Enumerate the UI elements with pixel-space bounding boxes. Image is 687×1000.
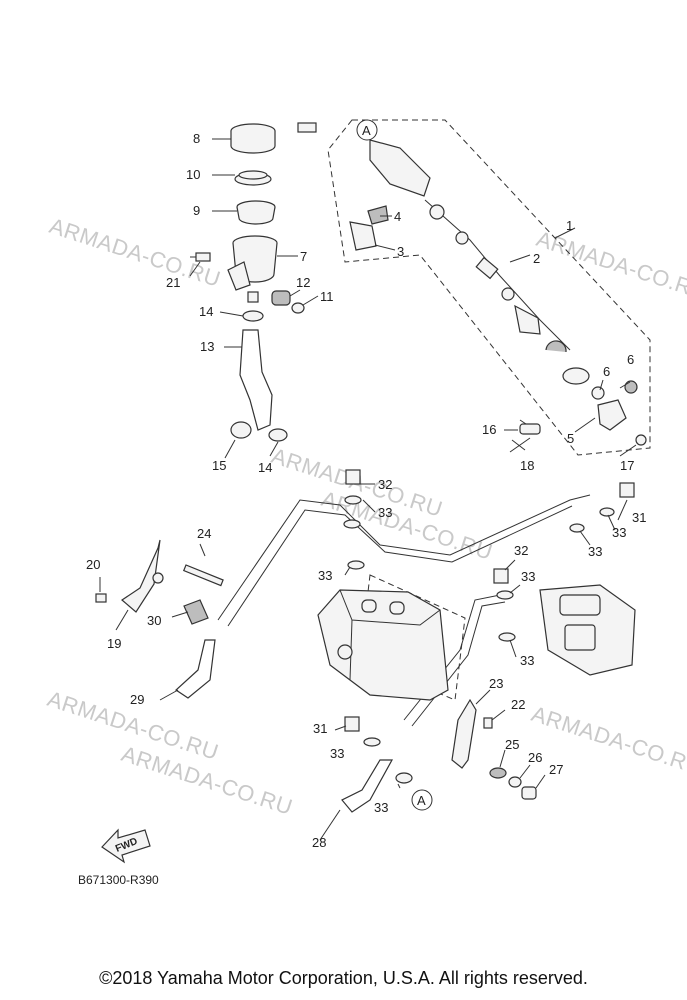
group-outline — [327, 119, 651, 456]
ref-mark-a: A — [417, 793, 426, 808]
callout-8: 8 — [193, 131, 200, 146]
washer-33 — [347, 560, 365, 570]
callout-17: 17 — [620, 458, 634, 473]
hose-13 — [239, 329, 273, 431]
callout-33: 33 — [588, 544, 602, 559]
callout-10: 10 — [186, 167, 200, 182]
washer-33 — [496, 590, 514, 600]
callout-33: 33 — [378, 505, 392, 520]
washer-26 — [508, 776, 522, 788]
callout-2: 2 — [533, 251, 540, 266]
washer-33 — [395, 772, 413, 784]
callout-21: 21 — [166, 275, 180, 290]
callout-4: 4 — [394, 209, 401, 224]
washer-33 — [498, 632, 516, 642]
callout-14: 14 — [258, 460, 272, 475]
clamp-14-top — [242, 310, 264, 322]
callout-25: 25 — [505, 737, 519, 752]
callout-28: 28 — [312, 835, 326, 850]
plate-9 — [236, 200, 276, 225]
callout-33: 33 — [612, 525, 626, 540]
watermark-layer: ARMADA-CO.RU ARMADA-CO.RU ARMADA-CO.RU A… — [44, 213, 687, 820]
callout-31: 31 — [632, 510, 646, 525]
clamp-15 — [230, 421, 252, 439]
reservoir-cap-8 — [230, 123, 276, 154]
diagram-code: B671300-R390 — [78, 873, 159, 887]
callout-22: 22 — [511, 697, 525, 712]
ref-circle — [411, 789, 433, 811]
bracket-23 — [451, 698, 477, 769]
callout-layer: 1 2 3 4 5 6 6 7 8 9 10 11 12 13 14 14 15… — [86, 131, 646, 850]
union-bolt-32 — [493, 568, 509, 584]
callout-13: 13 — [200, 339, 214, 354]
union-30 — [183, 599, 209, 625]
callout-6: 6 — [627, 352, 634, 367]
abs-unit — [317, 589, 449, 701]
brake-pipe — [227, 505, 573, 627]
callout-16: 16 — [482, 422, 496, 437]
callout-31: 31 — [313, 721, 327, 736]
union-bolt-31 — [619, 482, 635, 498]
callout-32: 32 — [378, 477, 392, 492]
nut-27 — [521, 786, 537, 800]
callout-27: 27 — [549, 762, 563, 777]
hose-28 — [341, 759, 394, 813]
washer-33 — [343, 519, 361, 529]
clamp-11 — [291, 302, 305, 314]
callout-5: 5 — [567, 431, 574, 446]
leader-lines — [99, 138, 637, 841]
hose-29 — [175, 639, 216, 699]
callout-15: 15 — [212, 458, 226, 473]
washer-33 — [569, 523, 585, 533]
bolt-21 — [190, 252, 211, 262]
callout-26: 26 — [528, 750, 542, 765]
diaphragm-10 — [234, 170, 272, 186]
washer-33 — [344, 495, 362, 505]
callout-33: 33 — [520, 653, 534, 668]
fwd-arrow: FWD — [101, 828, 151, 864]
callout-24: 24 — [197, 526, 211, 541]
clamp-14-bottom — [268, 428, 288, 442]
callout-30: 30 — [147, 613, 161, 628]
callout-23: 23 — [489, 676, 503, 691]
callout-33: 33 — [521, 569, 535, 584]
brake-pipe — [217, 494, 591, 621]
callout-33: 33 — [330, 746, 344, 761]
bolt-24 — [182, 564, 224, 587]
callout-33: 33 — [374, 800, 388, 815]
callout-9: 9 — [193, 203, 200, 218]
callout-29: 29 — [130, 692, 144, 707]
callout-1: 1 — [566, 218, 573, 233]
washer-33 — [599, 507, 615, 517]
callout-11: 11 — [320, 289, 334, 304]
copyright-text: ©2018 Yamaha Motor Corporation, U.S.A. A… — [99, 968, 588, 988]
callout-12: 12 — [296, 275, 310, 290]
callout-32: 32 — [514, 543, 528, 558]
ref-circle — [356, 119, 378, 141]
reservoir-7 — [227, 235, 278, 291]
washer-25 — [489, 767, 507, 779]
union-bolt-31 — [344, 716, 360, 732]
elbow-12 — [247, 290, 291, 306]
bracket-19 — [121, 539, 164, 613]
union-bolt-32 — [345, 469, 361, 485]
callout-19: 19 — [107, 636, 121, 651]
bolt-22 — [483, 717, 493, 729]
ref-mark-a: A — [362, 123, 371, 138]
washer-33 — [363, 737, 381, 747]
caliper — [539, 584, 636, 676]
callout-7: 7 — [300, 249, 307, 264]
callout-33: 33 — [318, 568, 332, 583]
callout-18: 18 — [520, 458, 534, 473]
callout-14: 14 — [199, 304, 213, 319]
callout-3: 3 — [397, 244, 404, 259]
master-cylinder-1 — [297, 122, 647, 453]
bolt-20 — [95, 593, 107, 603]
callout-20: 20 — [86, 557, 100, 572]
callout-6: 6 — [603, 364, 610, 379]
